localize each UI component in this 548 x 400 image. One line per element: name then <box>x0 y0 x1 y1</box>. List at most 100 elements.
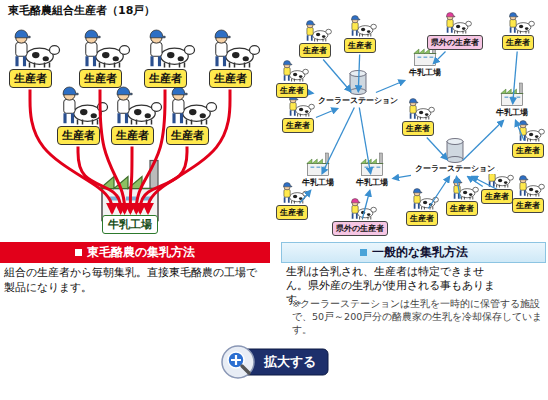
node-text: 生産者 <box>506 37 530 48</box>
node-text: 生産者 <box>485 191 509 202</box>
node-text: 生産者 <box>149 71 182 86</box>
producer-figure <box>150 30 194 68</box>
producer-figure <box>215 30 259 68</box>
milk-flow-arrow <box>359 108 370 174</box>
milk-flow-arrow <box>427 138 447 160</box>
producer-figure <box>447 13 472 34</box>
collection-arrow <box>136 90 165 213</box>
node-text: 生産者 <box>14 71 47 86</box>
cooler-station: クーラーステーション <box>316 95 400 106</box>
milk-flow-arrow <box>316 109 338 118</box>
milk-flow-arrow <box>456 177 460 199</box>
producer-figure <box>117 87 161 125</box>
node-text: 生産者 <box>84 71 117 86</box>
producer-label: 生産者 <box>79 69 122 88</box>
milk-flow-arrow <box>376 81 405 93</box>
producer-label: 生産者 <box>344 38 376 53</box>
node-text: 牛乳工場 <box>356 177 388 188</box>
milk-flow-arrow <box>393 175 411 178</box>
node-text: 生産者 <box>516 145 540 156</box>
factory-building <box>501 83 524 106</box>
node-text: 生産者 <box>516 200 540 211</box>
node-text: 生産者 <box>406 123 430 134</box>
node-text: 生産者 <box>303 45 327 56</box>
collection-arrow <box>148 90 230 213</box>
milk-factory: 牛乳工場 <box>354 177 390 188</box>
milk-flow-arrow <box>358 55 359 92</box>
footnote: ※クーラーステーションは生乳を一時的に保管する施設で、50戸～200戸分の酪農家… <box>292 298 544 336</box>
milk-flow-arrow <box>434 52 446 64</box>
producer-figure <box>284 61 309 82</box>
milk-factory: 牛乳工場 <box>407 67 443 78</box>
node-text: 生産者 <box>450 203 474 214</box>
node-text: 生産者 <box>62 128 95 143</box>
producer-figure <box>85 30 129 68</box>
cooler-tank <box>447 139 463 163</box>
producer-figure <box>15 30 59 68</box>
group-heading: 東毛酪農組合生産者（18戸） <box>8 4 270 19</box>
node-text: 生産者 <box>348 40 372 51</box>
node-text: 牛乳工場 <box>108 217 152 232</box>
outside-producer-label: 県外の生産者 <box>427 35 483 50</box>
producer-label: 生産者 <box>111 126 154 145</box>
node-text: クーラーステーション <box>415 163 495 174</box>
node-text: 生産者 <box>116 128 149 143</box>
producer-label: 生産者 <box>481 189 513 204</box>
node-text: 東毛酪農の集乳方法 <box>87 244 195 261</box>
milk-flow-arrow <box>463 121 504 161</box>
producer-figure <box>352 16 377 37</box>
producer-label: 生産者 <box>406 211 438 226</box>
producer-label: 生産者 <box>57 126 100 145</box>
producer-figure <box>352 199 377 220</box>
producer-label: 生産者 <box>512 198 544 213</box>
producer-label: 生産者 <box>166 126 209 145</box>
producer-label: 生産者 <box>402 121 434 136</box>
milk-flow-arrow <box>322 108 354 174</box>
section-banner: 一般的な集乳方法 <box>281 242 546 263</box>
milk-flow-arrow <box>513 52 517 104</box>
node-text: 県外の生産者 <box>336 223 384 234</box>
producer-figure <box>520 176 545 197</box>
node-text: 生産者 <box>410 213 434 224</box>
milk-factory: 牛乳工場 <box>300 177 336 188</box>
producer-label: 生産者 <box>502 35 534 50</box>
producer-figure <box>290 96 315 117</box>
producer-label: 生産者 <box>512 143 544 158</box>
node-text: 牛乳工場 <box>409 67 441 78</box>
producer-figure <box>510 13 535 34</box>
collection-arrow <box>140 147 187 213</box>
producer-figure <box>307 21 332 42</box>
milk-flow-arrow <box>323 60 351 92</box>
producer-label: 生産者 <box>282 118 314 133</box>
factory-building <box>307 153 330 176</box>
milk-factory: 牛乳工場 <box>102 215 158 234</box>
node-text: 生産者 <box>280 207 304 218</box>
producer-label: 生産者 <box>446 201 478 216</box>
producer-figure <box>410 99 435 120</box>
node-text: 生産者 <box>280 85 304 96</box>
producer-figure <box>172 87 216 125</box>
node-text: 生産者 <box>286 120 310 131</box>
milk-flow-arrow <box>516 121 524 141</box>
producer-label: 生産者 <box>9 69 52 88</box>
producer-label: 生産者 <box>276 205 308 220</box>
collection-arrow <box>130 147 132 213</box>
node-text: クーラーステーション <box>318 95 398 106</box>
milk-factory: 牛乳工場 <box>494 107 530 118</box>
cooler-station: クーラーステーション <box>413 163 497 174</box>
section-banner: 東毛酪農の集乳方法 <box>0 242 270 263</box>
milk-flow-arrow <box>300 191 310 203</box>
description-text: 組合の生産者から毎朝集乳。直接東毛酪農の工場で製品になります。 <box>4 266 266 296</box>
milk-flow-arrow <box>310 92 313 94</box>
outside-producer-label: 県外の生産者 <box>332 221 388 236</box>
milk-flow-arrow <box>362 191 369 219</box>
node-text: 県外の生産者 <box>431 37 479 48</box>
producer-label: 生産者 <box>299 43 331 58</box>
producer-label: 生産者 <box>144 69 187 88</box>
producer-label: 生産者 <box>276 83 308 98</box>
node-text: 拡大する <box>264 353 316 371</box>
producer-label: 生産者 <box>209 69 252 88</box>
collection-arrow <box>78 147 121 213</box>
collection-arrow <box>100 90 125 213</box>
magnifier-icon <box>222 346 254 378</box>
